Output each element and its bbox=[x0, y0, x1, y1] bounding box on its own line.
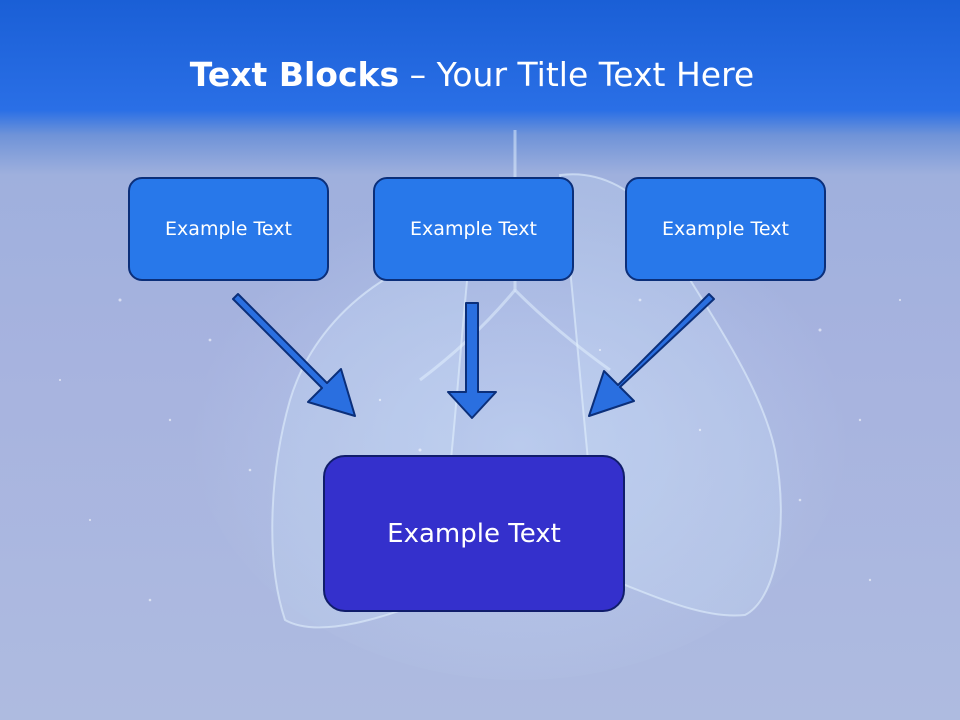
text-block-3[interactable]: Example Text bbox=[625, 177, 826, 281]
text-block-1[interactable]: Example Text bbox=[128, 177, 329, 281]
target-text-block-label: Example Text bbox=[387, 518, 561, 549]
text-block-2[interactable]: Example Text bbox=[373, 177, 574, 281]
text-block-2-label: Example Text bbox=[410, 218, 537, 240]
title-rest: – Your Title Text Here bbox=[399, 55, 755, 94]
text-block-1-label: Example Text bbox=[165, 218, 292, 240]
title-bold: Text Blocks bbox=[189, 55, 400, 94]
target-text-block[interactable]: Example Text bbox=[323, 455, 625, 612]
text-block-3-label: Example Text bbox=[662, 218, 789, 240]
slide-title: Text Blocks – Your Title Text Here bbox=[0, 52, 944, 98]
